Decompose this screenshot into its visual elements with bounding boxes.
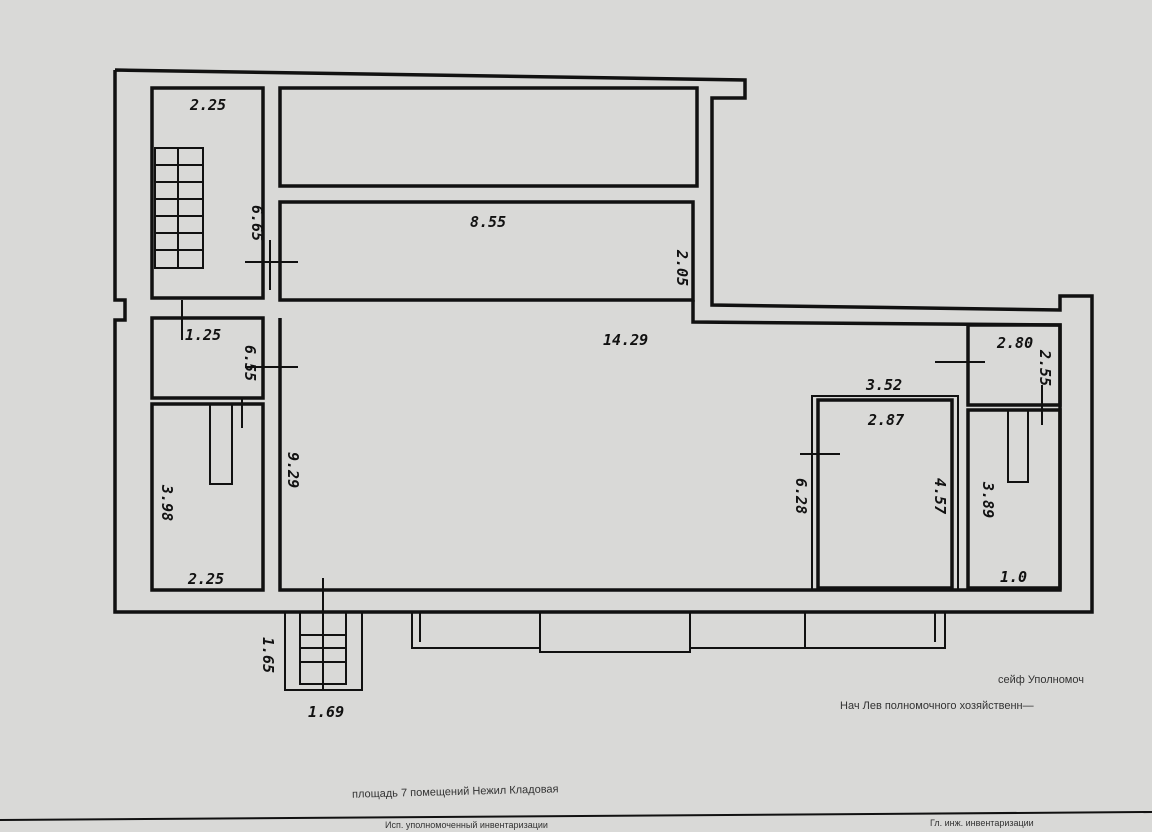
dim-stair-height: 6.65: [248, 205, 266, 241]
dim-hall-height: 9.29: [284, 452, 302, 488]
stair-room: [150, 86, 265, 300]
footer-right: Гл. инж. инвентаризации: [930, 818, 1034, 828]
room-a-outline: [811, 395, 959, 591]
stairs-outer: [284, 578, 363, 691]
corridor-room: [150, 316, 265, 400]
dim-left-room-height: 3.98: [158, 484, 176, 521]
dim-room-a-right: 4.57: [931, 478, 949, 514]
dim-hall-length: 14.29: [603, 331, 648, 349]
footer-left: Исп. уполномоченный инвентаризации: [385, 820, 548, 830]
partition: [1007, 409, 1029, 483]
dimension-labels: 2.25 6.65 8.55 2.05 1.25 6.55 14.29 9.29…: [158, 96, 1054, 721]
dim-room-b-width: 1.0: [1000, 568, 1027, 586]
note-2: Нач Лев полномочного хозяйственн—: [840, 700, 1034, 712]
left-room: [150, 402, 265, 592]
stairs-inner: [154, 147, 204, 269]
rooms: [150, 86, 1062, 592]
dim-room-b-height: 3.89: [979, 481, 997, 518]
windows: [411, 611, 946, 653]
partition-left: [209, 403, 233, 485]
dim-right-top-width: 3.52: [865, 376, 902, 394]
dim-middle-height: 2.05: [673, 249, 691, 286]
dim-room-a-left: 6.28: [792, 478, 810, 514]
top-room: [278, 86, 699, 188]
room-a: [816, 398, 954, 590]
dim-stair-width: 2.25: [189, 96, 226, 114]
note-1: сейф Уполномоч: [998, 674, 1084, 686]
dim-small-room-height: 2.55: [1036, 349, 1054, 386]
door-marks: [181, 240, 1043, 455]
dim-room-a-width: 2.87: [867, 411, 904, 429]
footer-divider: [0, 811, 1152, 821]
dim-corridor-width: 1.25: [185, 326, 221, 344]
dim-stair-out-width: 1.69: [308, 703, 344, 721]
dim-small-room-width: 2.80: [996, 334, 1033, 352]
outer-walls: [113, 68, 1094, 614]
dim-left-room-width: 2.25: [187, 570, 224, 588]
hall: [278, 300, 1062, 592]
dim-middle-length: 8.55: [470, 213, 506, 231]
dim-corridor-height: 6.55: [241, 345, 259, 381]
small-room: [966, 323, 1062, 407]
middle-room: [278, 200, 695, 302]
dim-stair-out-height: 1.65: [259, 637, 277, 673]
